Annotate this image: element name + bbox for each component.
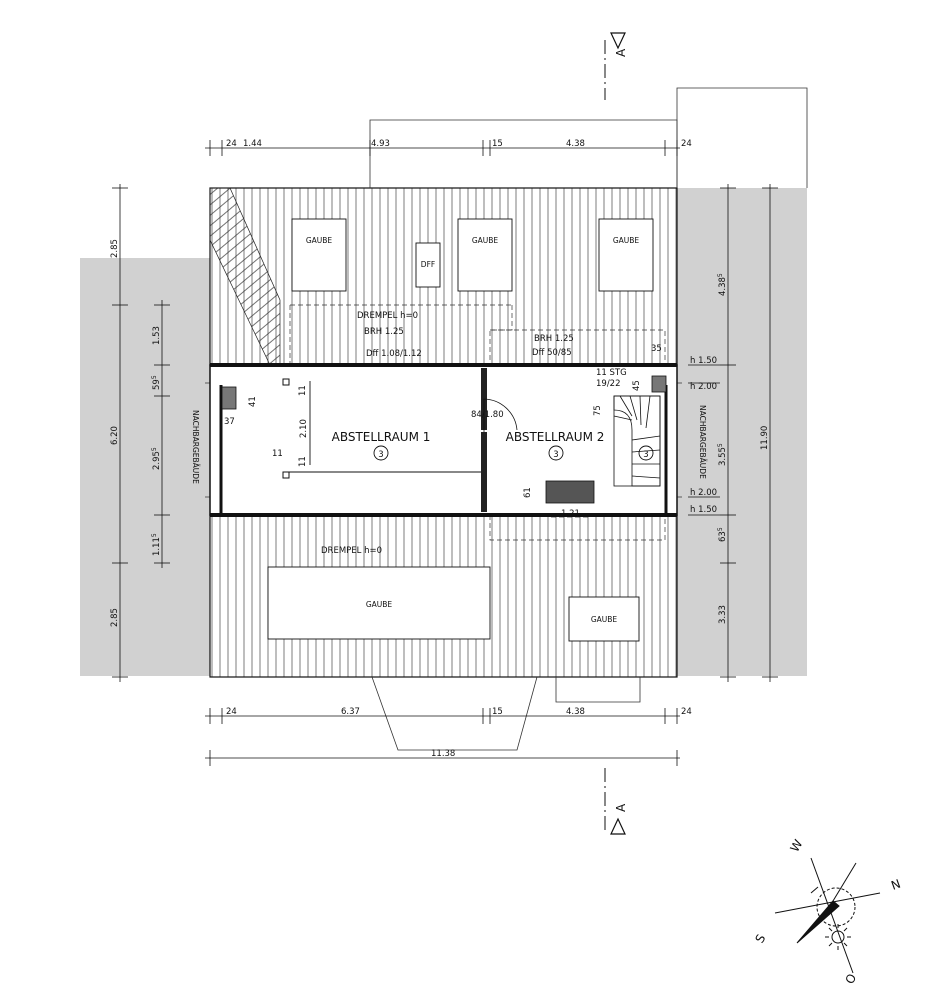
dim-left-inner-2: 595 [151, 375, 162, 390]
dim-bottom-5: 24 [681, 707, 692, 717]
dim-41: 41 [248, 396, 258, 407]
note-drempel-bottom: DREMPEL h=0 [321, 546, 382, 556]
svg-text:DFF: DFF [421, 260, 435, 269]
neighbor-building-left [80, 258, 210, 676]
neighbor-label-right: NACHBARGEBÄUDE [698, 405, 707, 479]
dim-35: 35 [651, 344, 662, 354]
dormer-bottom-left: GAUBE [267, 566, 491, 640]
section-mark-bottom: A [604, 768, 628, 835]
dim-bottom-1: 24 [226, 707, 237, 717]
room-2-number-circle [548, 445, 564, 461]
dim-line-right [688, 184, 778, 682]
dormer-top-left: GAUBE [291, 218, 347, 292]
roof-hatch-block [545, 480, 595, 504]
room-1-number-circle [373, 445, 389, 461]
neighbor-building-right [677, 188, 807, 676]
dormer-bottom-right: GAUBE [568, 596, 640, 642]
height-150-bottom: h 1.50 [690, 505, 717, 515]
dim-overall-bottom: 11.38 [431, 749, 455, 759]
dim-11-a: 11 [298, 385, 308, 396]
dim-bottom-3: 15 [492, 707, 503, 717]
svg-text:GAUBE: GAUBE [472, 236, 499, 245]
dim-45: 45 [632, 380, 642, 391]
dim-top-3: 4.93 [371, 139, 390, 149]
section-mark-top: A [604, 32, 628, 100]
room-2-name: ABSTELLRAUM 2 [506, 430, 605, 444]
roof-window-dff: DFF [415, 242, 441, 288]
neighbor-label-left: NACHBARGEBÄUDE [191, 410, 200, 484]
dim-right-2: 3.555 [717, 443, 728, 466]
post-a [282, 378, 290, 386]
dim-11-c: 11 [298, 456, 308, 467]
dim-37: 37 [224, 417, 235, 427]
room-2-number: 3 [553, 450, 558, 460]
top-extension-outline [369, 119, 678, 188]
chimney-right [651, 375, 667, 393]
dim-top-2: 1.44 [243, 139, 262, 149]
dim-top-1: 24 [226, 139, 237, 149]
compass-w: W [787, 837, 805, 854]
dim-top-6: 24 [681, 139, 692, 149]
dim-1-21: 1.21 [561, 509, 580, 519]
compass-s: S [752, 932, 768, 946]
dim-right-3: 635 [717, 527, 728, 542]
svg-text:A: A [614, 803, 628, 812]
dim-left-outer-1: 2.85 [110, 239, 120, 258]
compass-o: O [842, 971, 859, 986]
stair-number: 3 [643, 450, 648, 460]
bottom-bay-outline [371, 676, 538, 751]
dim-left-outer-2: 6.20 [110, 426, 120, 445]
compass-n: N [889, 877, 902, 893]
bottom-right-extension-outline [555, 677, 641, 703]
dim-right-4: 3.33 [718, 605, 728, 624]
partition-wall-lower [481, 432, 487, 512]
dim-right-overall: 11.90 [760, 426, 770, 450]
dim-line-bottom [205, 708, 680, 766]
dim-bottom-4: 4.38 [566, 707, 585, 717]
attic-floor [210, 365, 677, 515]
dim-left-inner-1: 1.53 [152, 326, 162, 345]
note-brh-left: BRH 1.25 [364, 327, 404, 337]
svg-text:GAUBE: GAUBE [591, 615, 618, 624]
svg-text:GAUBE: GAUBE [613, 236, 640, 245]
note-brh-right: BRH 1.25 [534, 334, 574, 344]
chimney-left [221, 386, 237, 410]
dim-right-1: 4.385 [717, 273, 728, 296]
stair-number-circle [638, 445, 654, 461]
dim-61: 61 [523, 487, 533, 498]
dim-75: 75 [593, 405, 603, 416]
note-dff-right: Dff 50/85 [532, 348, 572, 358]
dormer-top-middle: GAUBE [457, 218, 513, 292]
dim-line-left [112, 184, 170, 682]
dim-11-b: 11 [272, 449, 283, 459]
dim-bottom-2: 6.37 [341, 707, 360, 717]
svg-text:A: A [614, 48, 628, 57]
dim-left-inner-4: 1.115 [151, 533, 162, 556]
stair [613, 395, 661, 487]
height-200-bottom: h 2.00 [690, 488, 717, 498]
note-drempel-top: DREMPEL h=0 [357, 311, 418, 321]
dim-line-top [205, 140, 680, 156]
height-200-top: h 2.00 [690, 382, 717, 392]
dim-left-outer-3: 2.85 [110, 608, 120, 627]
stair-steps: 11 STG [596, 368, 627, 378]
room-1-number: 3 [378, 450, 383, 460]
door-size: 84/1.80 [471, 410, 504, 420]
svg-text:GAUBE: GAUBE [306, 236, 333, 245]
svg-text:GAUBE: GAUBE [366, 600, 393, 609]
dim-top-5: 4.38 [566, 139, 585, 149]
height-150-top: h 1.50 [690, 356, 717, 366]
room-1-name: ABSTELLRAUM 1 [332, 430, 431, 444]
neighbor-outline-right [676, 87, 808, 188]
compass-rose [774, 857, 881, 974]
dormer-top-right: GAUBE [598, 218, 654, 292]
door-swing [483, 398, 518, 432]
dim-2-10: 2.10 [299, 419, 309, 438]
post-b [282, 471, 290, 479]
note-dff-left: Dff 1.08/1.12 [366, 349, 422, 359]
dim-top-4: 15 [492, 139, 503, 149]
dim-left-inner-3: 2.955 [151, 447, 162, 470]
stair-ratio: 19/22 [596, 379, 621, 389]
